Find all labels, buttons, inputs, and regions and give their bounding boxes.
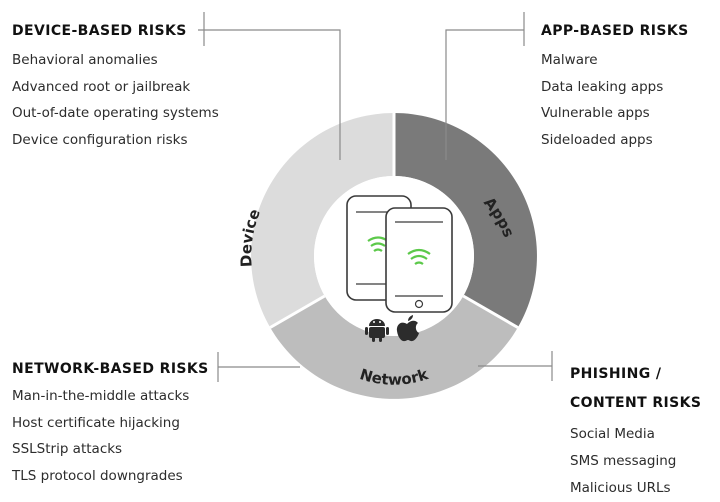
apple-icon [396, 315, 419, 342]
apps-connector [445, 29, 524, 160]
risk-ring-diagram: Device Apps Network [198, 12, 553, 399]
phishing-risks-title-line2: CONTENT RISKS [570, 395, 702, 411]
risk-diagram: Device Apps Network [12, 12, 701, 496]
list-item: Out-of-date operating systems [12, 105, 219, 121]
android-icon [365, 319, 389, 342]
network-segment-label: Network [358, 365, 431, 389]
device-risks-block: DEVICE-BASED RISKS Behavioral anomalies … [12, 22, 219, 153]
list-item: Malware [541, 52, 598, 68]
list-item: Device configuration risks [12, 131, 188, 148]
phishing-risks-title-line1: PHISHING / [570, 366, 662, 382]
separator-line [462, 294, 519, 329]
device-risks-title: DEVICE-BASED RISKS [12, 23, 187, 39]
list-item: Social Media [570, 426, 655, 442]
app-risks-block: APP-BASED RISKS Malware Data leaking app… [541, 22, 689, 153]
apps-segment [394, 113, 537, 328]
device-risks-list: Behavioral anomalies Advanced root or ja… [12, 47, 219, 153]
app-risks-list: Malware Data leaking apps Vulnerable app… [541, 47, 689, 153]
connector-lines [198, 12, 553, 382]
list-item: Host certificate hijacking [12, 414, 180, 431]
list-item: Advanced root or jailbreak [12, 78, 191, 95]
network-risks-block: NETWORK-BASED RISKS Man-in-the-middle at… [12, 360, 209, 489]
device-connector [198, 29, 341, 160]
phone-front-icon [385, 207, 453, 313]
separator-line [269, 294, 326, 329]
network-risks-title: NETWORK-BASED RISKS [12, 361, 209, 377]
app-risks-title: APP-BASED RISKS [541, 23, 689, 39]
list-item: Data leaking apps [541, 78, 664, 95]
network-risks-list: Man-in-the-middle attacks Host certifica… [12, 383, 209, 489]
list-item: Behavioral anomalies [12, 52, 158, 68]
list-item: Malicious URLs [570, 480, 671, 496]
list-item: Vulnerable apps [541, 105, 650, 121]
list-item: TLS protocol downgrades [12, 467, 183, 484]
list-item: Sideloaded apps [541, 131, 653, 148]
phishing-risks-list: Social Media SMS messaging Malicious URL… [570, 421, 701, 502]
list-item: SSLStrip attacks [12, 441, 123, 457]
list-item: Man-in-the-middle attacks [12, 388, 190, 404]
network-segment [270, 296, 518, 399]
device-segment [251, 113, 394, 328]
phishing-risks-block: PHISHING / CONTENT RISKS Social Media SM… [570, 360, 701, 502]
shield-icon [407, 248, 431, 265]
list-item: SMS messaging [570, 453, 677, 469]
